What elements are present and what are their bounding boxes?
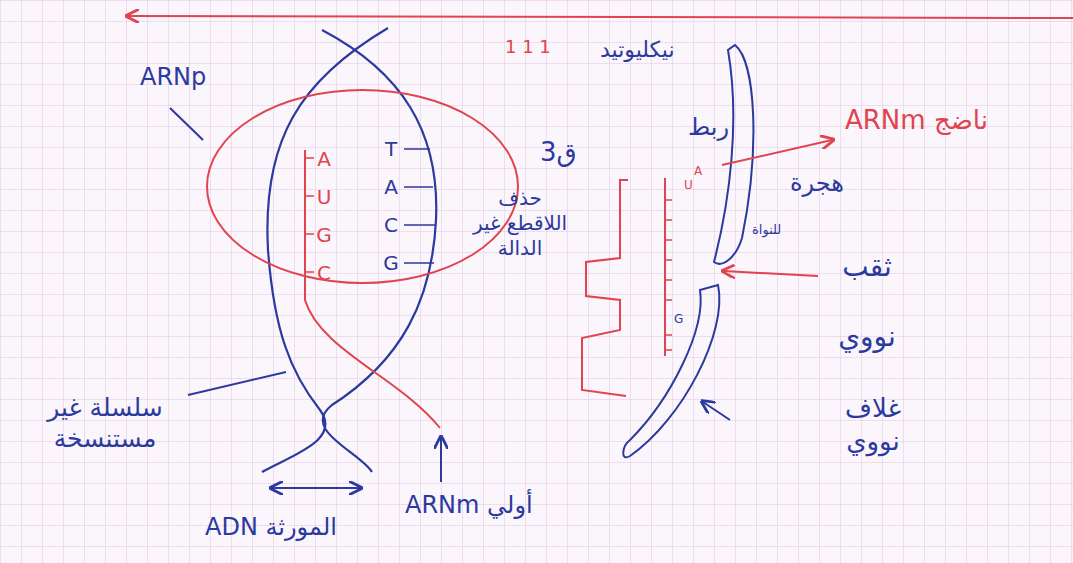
base-ticks [404, 149, 435, 263]
leader-arrow [703, 402, 730, 420]
annotation-label: ثقب نووي [822, 232, 912, 372]
annotation-label: ربط [688, 112, 729, 142]
annotation-label: ARNm ناضج [845, 104, 988, 137]
annotation-label: U [684, 178, 693, 193]
annotation-label: حذف اللاقطع غير الدالة [470, 186, 570, 261]
annotation-label: ADN المورثة [205, 512, 337, 542]
nuclear-envelope [623, 285, 719, 457]
annotation-label: هجرة [790, 168, 844, 198]
mature-rna [664, 178, 666, 356]
pore-arrow [724, 271, 818, 276]
annotation-label: 1 1 1 [505, 36, 551, 59]
leader-line [188, 372, 286, 395]
rna-segments [582, 180, 628, 396]
leader-line [170, 108, 203, 140]
export-arrow [722, 140, 832, 165]
base-ticks [305, 158, 314, 272]
annotation-label: ARNm أولي [405, 490, 533, 520]
annotation-label: ق3 [540, 136, 577, 169]
base-sequence: A U G C [313, 140, 335, 292]
nuclear-envelope [714, 45, 753, 264]
annotation-label: ARNp [140, 62, 206, 92]
dna-strand [262, 28, 388, 472]
transcription-bubble: A U G CT A C G [205, 88, 520, 285]
annotation-label: نيكليوتيد [600, 36, 675, 64]
annotation-label: للنواة [752, 222, 781, 238]
top-arrow [128, 16, 1073, 18]
leader-arrow [440, 438, 442, 482]
annotation-label: A [694, 164, 702, 179]
annotation-label: سلسلة غير مستنسخة [30, 392, 180, 455]
annotation-label: غلاف نووي [828, 392, 918, 457]
base-sequence: T A C G [380, 130, 402, 282]
base-ticks [665, 200, 672, 350]
annotation-label: G [674, 312, 683, 327]
bubble-ellipse [207, 90, 518, 283]
double-arrow [272, 487, 360, 489]
bubble-outline [205, 88, 520, 285]
